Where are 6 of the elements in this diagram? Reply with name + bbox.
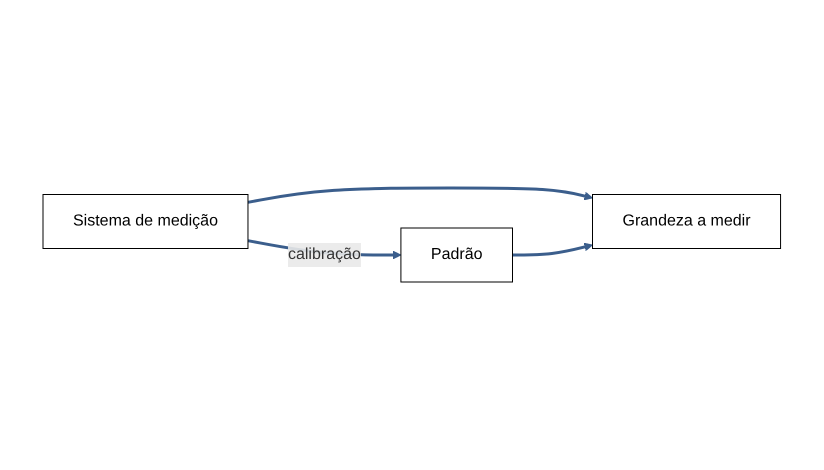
node-box: Sistema de medição: [42, 194, 249, 249]
node-box: Padrão: [400, 228, 514, 282]
node-box: Grandeza a medir: [592, 194, 782, 249]
arrow: [512, 242, 594, 256]
edge-label: calibração: [288, 246, 362, 263]
arrow: [248, 186, 594, 204]
